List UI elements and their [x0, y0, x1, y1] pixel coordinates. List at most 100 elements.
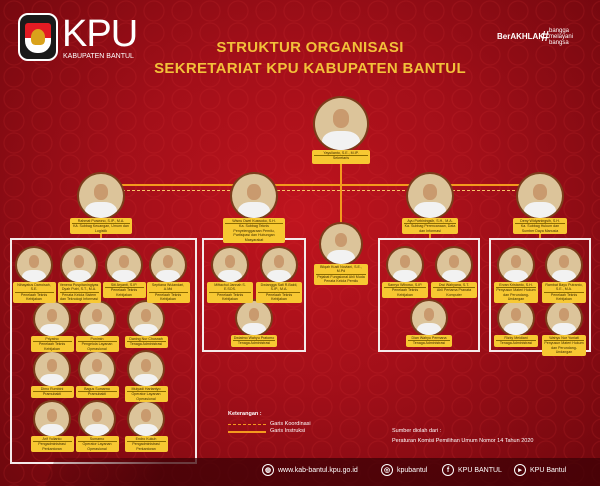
person-photo: [78, 350, 116, 388]
person-role: Penelaah Teknis Kebijakan: [391, 288, 419, 297]
person-name: Dwi Wahyana, S.T.: [433, 283, 475, 289]
person-role: Tenaga Administrasi: [412, 341, 446, 346]
person-role: Pengadministrasi Perkantoran: [132, 442, 160, 451]
person-label: Miftachul Jannah S. E.SOS.Penelaah Tekni…: [207, 282, 253, 303]
person-photo: [78, 400, 116, 438]
person-name: Wisnu Dwei Kuswoko, S.H.: [225, 219, 283, 225]
person-label: Rambat Bayu Putranto, S.E., M.A.Penelaah…: [542, 282, 586, 303]
person-name: Rahmat Purwono, S.IP., M.A.: [72, 219, 130, 225]
kpu-logo: [18, 13, 58, 61]
person-name: Venena Puspitaningtyas Dyah Putri, S.T.,…: [59, 283, 99, 293]
legend-title: Keterangan :: [228, 411, 262, 417]
person-role: Pengelola Layanan Operasional: [81, 342, 113, 351]
person-photo: [435, 246, 473, 284]
bangga-melayani-logo: bangga melayani bangsa: [549, 28, 574, 46]
person-role: Ka. Subbag Perencanaan, Data dan Informa…: [404, 224, 456, 233]
person-name: Wahyu Nur Yuniati: [544, 336, 584, 342]
person-role: Penyusun Materi Hukum dan Perundang-Unda…: [544, 341, 584, 355]
person-photo: [235, 299, 273, 337]
legend-solid-line: [228, 431, 266, 433]
person-role: Pramubakti: [87, 392, 107, 397]
person-name: Bagus Sumarno: [77, 387, 117, 393]
youtube-link[interactable]: ▸KPU Bantul: [514, 464, 566, 476]
person-label: Ayu Purbiningsih, S.H., M.A.Ka. Subbag P…: [402, 218, 458, 235]
person-role: Penyusun Materi Hukum dan Perundang-Unda…: [496, 288, 536, 302]
person-photo: [149, 246, 187, 284]
person-label: Dwiangga Sati R.Bakti, S.IP., M.A.Penela…: [256, 282, 302, 303]
person-photo: [230, 172, 278, 220]
person-photo: [260, 246, 298, 284]
person-label: Siti Aryanti, S.IP.Penelaah Teknis Kebij…: [102, 282, 146, 299]
person-role: Penelaah Teknis Kebijakan: [154, 292, 182, 302]
person-label: Sanryo Wibowo, S.IP.Penelaah Teknis Kebi…: [382, 282, 428, 299]
person-role: Pramubakti: [42, 392, 62, 397]
person-photo: [127, 350, 165, 388]
person-photo: [497, 246, 535, 284]
person-role: Sekretaris: [332, 156, 350, 161]
instagram-link[interactable]: ◎kpubantul: [381, 464, 427, 476]
person-name: Deny Widyaningsih, S.H.: [515, 219, 565, 225]
person-name: Arif Yulianto: [32, 437, 72, 443]
person-photo: [545, 246, 583, 284]
person-photo: [33, 400, 71, 438]
person-role: Kā. Subbag Keuangan, Umum dan Logistik: [73, 224, 129, 233]
person-label: Venena Puspitaningtyas Dyah Putri, S.T.,…: [57, 282, 101, 303]
person-photo: [313, 96, 369, 152]
legend-instr: Garis Instruksi: [270, 428, 306, 434]
person-name: Endro Kukuh: [126, 437, 166, 443]
person-name: Sanryo Wibowo, S.IP.: [384, 283, 426, 289]
person-label: Yayulianto, S.E., M.IP.Sekretaris: [312, 150, 370, 164]
person-name: Yayulianto, S.E., M.IP.: [314, 151, 368, 157]
person-name: Septiana Wulandari, A.Md: [148, 283, 188, 293]
hashtag-icon: #: [541, 28, 550, 45]
source-text: Peraturan Komisi Pemilihan Umum Nomor 14…: [392, 438, 534, 444]
person-name: Mulyadi Hartantyo: [126, 387, 166, 393]
person-photo: [127, 300, 165, 338]
person-photo: [78, 300, 116, 338]
connector-line: [100, 184, 542, 186]
person-role: Operator Layanan Operasional: [82, 442, 112, 451]
person-label: Wisnu Dwei Kuswoko, S.H.Ka. Subbag Tekni…: [223, 218, 285, 244]
person-photo: [33, 350, 71, 388]
group-box-perencanaan: [378, 238, 480, 352]
person-role: Tenaga Administrasi: [129, 342, 163, 347]
legend-coord: Garis Koordinasi: [270, 421, 311, 427]
coordination-line: [102, 190, 540, 191]
person-photo: [211, 246, 249, 284]
website-link[interactable]: ◍www.kab-bantul.kpu.go.id: [262, 464, 358, 476]
brand-sub: KABUPATEN BANTUL: [63, 53, 134, 60]
person-photo: [319, 222, 363, 266]
person-name: Siti Aryanti, S.IP.: [104, 283, 144, 289]
person-role: Tenaga Administrasi: [499, 341, 533, 346]
person-role: Tenaga Administrasi: [237, 341, 271, 346]
youtube-icon: ▸: [514, 464, 526, 476]
person-label: Deny Widyaningsih, S.H.Ka. Subbag Hukum …: [513, 218, 567, 235]
connector-line: [340, 150, 342, 186]
person-photo: [77, 172, 125, 220]
person-photo: [497, 299, 535, 337]
person-role: Ka. Subbag Teknis Penyelenggaraan Pemilu…: [233, 224, 275, 242]
person-name: Daning Nur Chusnah: [126, 337, 166, 343]
person-role: Operator Layanan Operasional: [131, 392, 161, 401]
person-name: Sumarno: [77, 437, 117, 443]
person-name: Dwiangga Sati R.Bakti, S.IP., M.A.: [258, 283, 300, 293]
person-role: Penelaah Teknis Kebijakan: [265, 292, 293, 302]
person-role: Penelaah Teknis Kebijakan: [216, 292, 244, 302]
person-role: Pejabat Fungsional Ahli Muda Penata Kelo…: [317, 274, 365, 284]
person-name: Miftachul Jannah S. E.SOS.: [209, 283, 251, 293]
person-photo: [406, 172, 454, 220]
person-photo: [410, 299, 448, 337]
